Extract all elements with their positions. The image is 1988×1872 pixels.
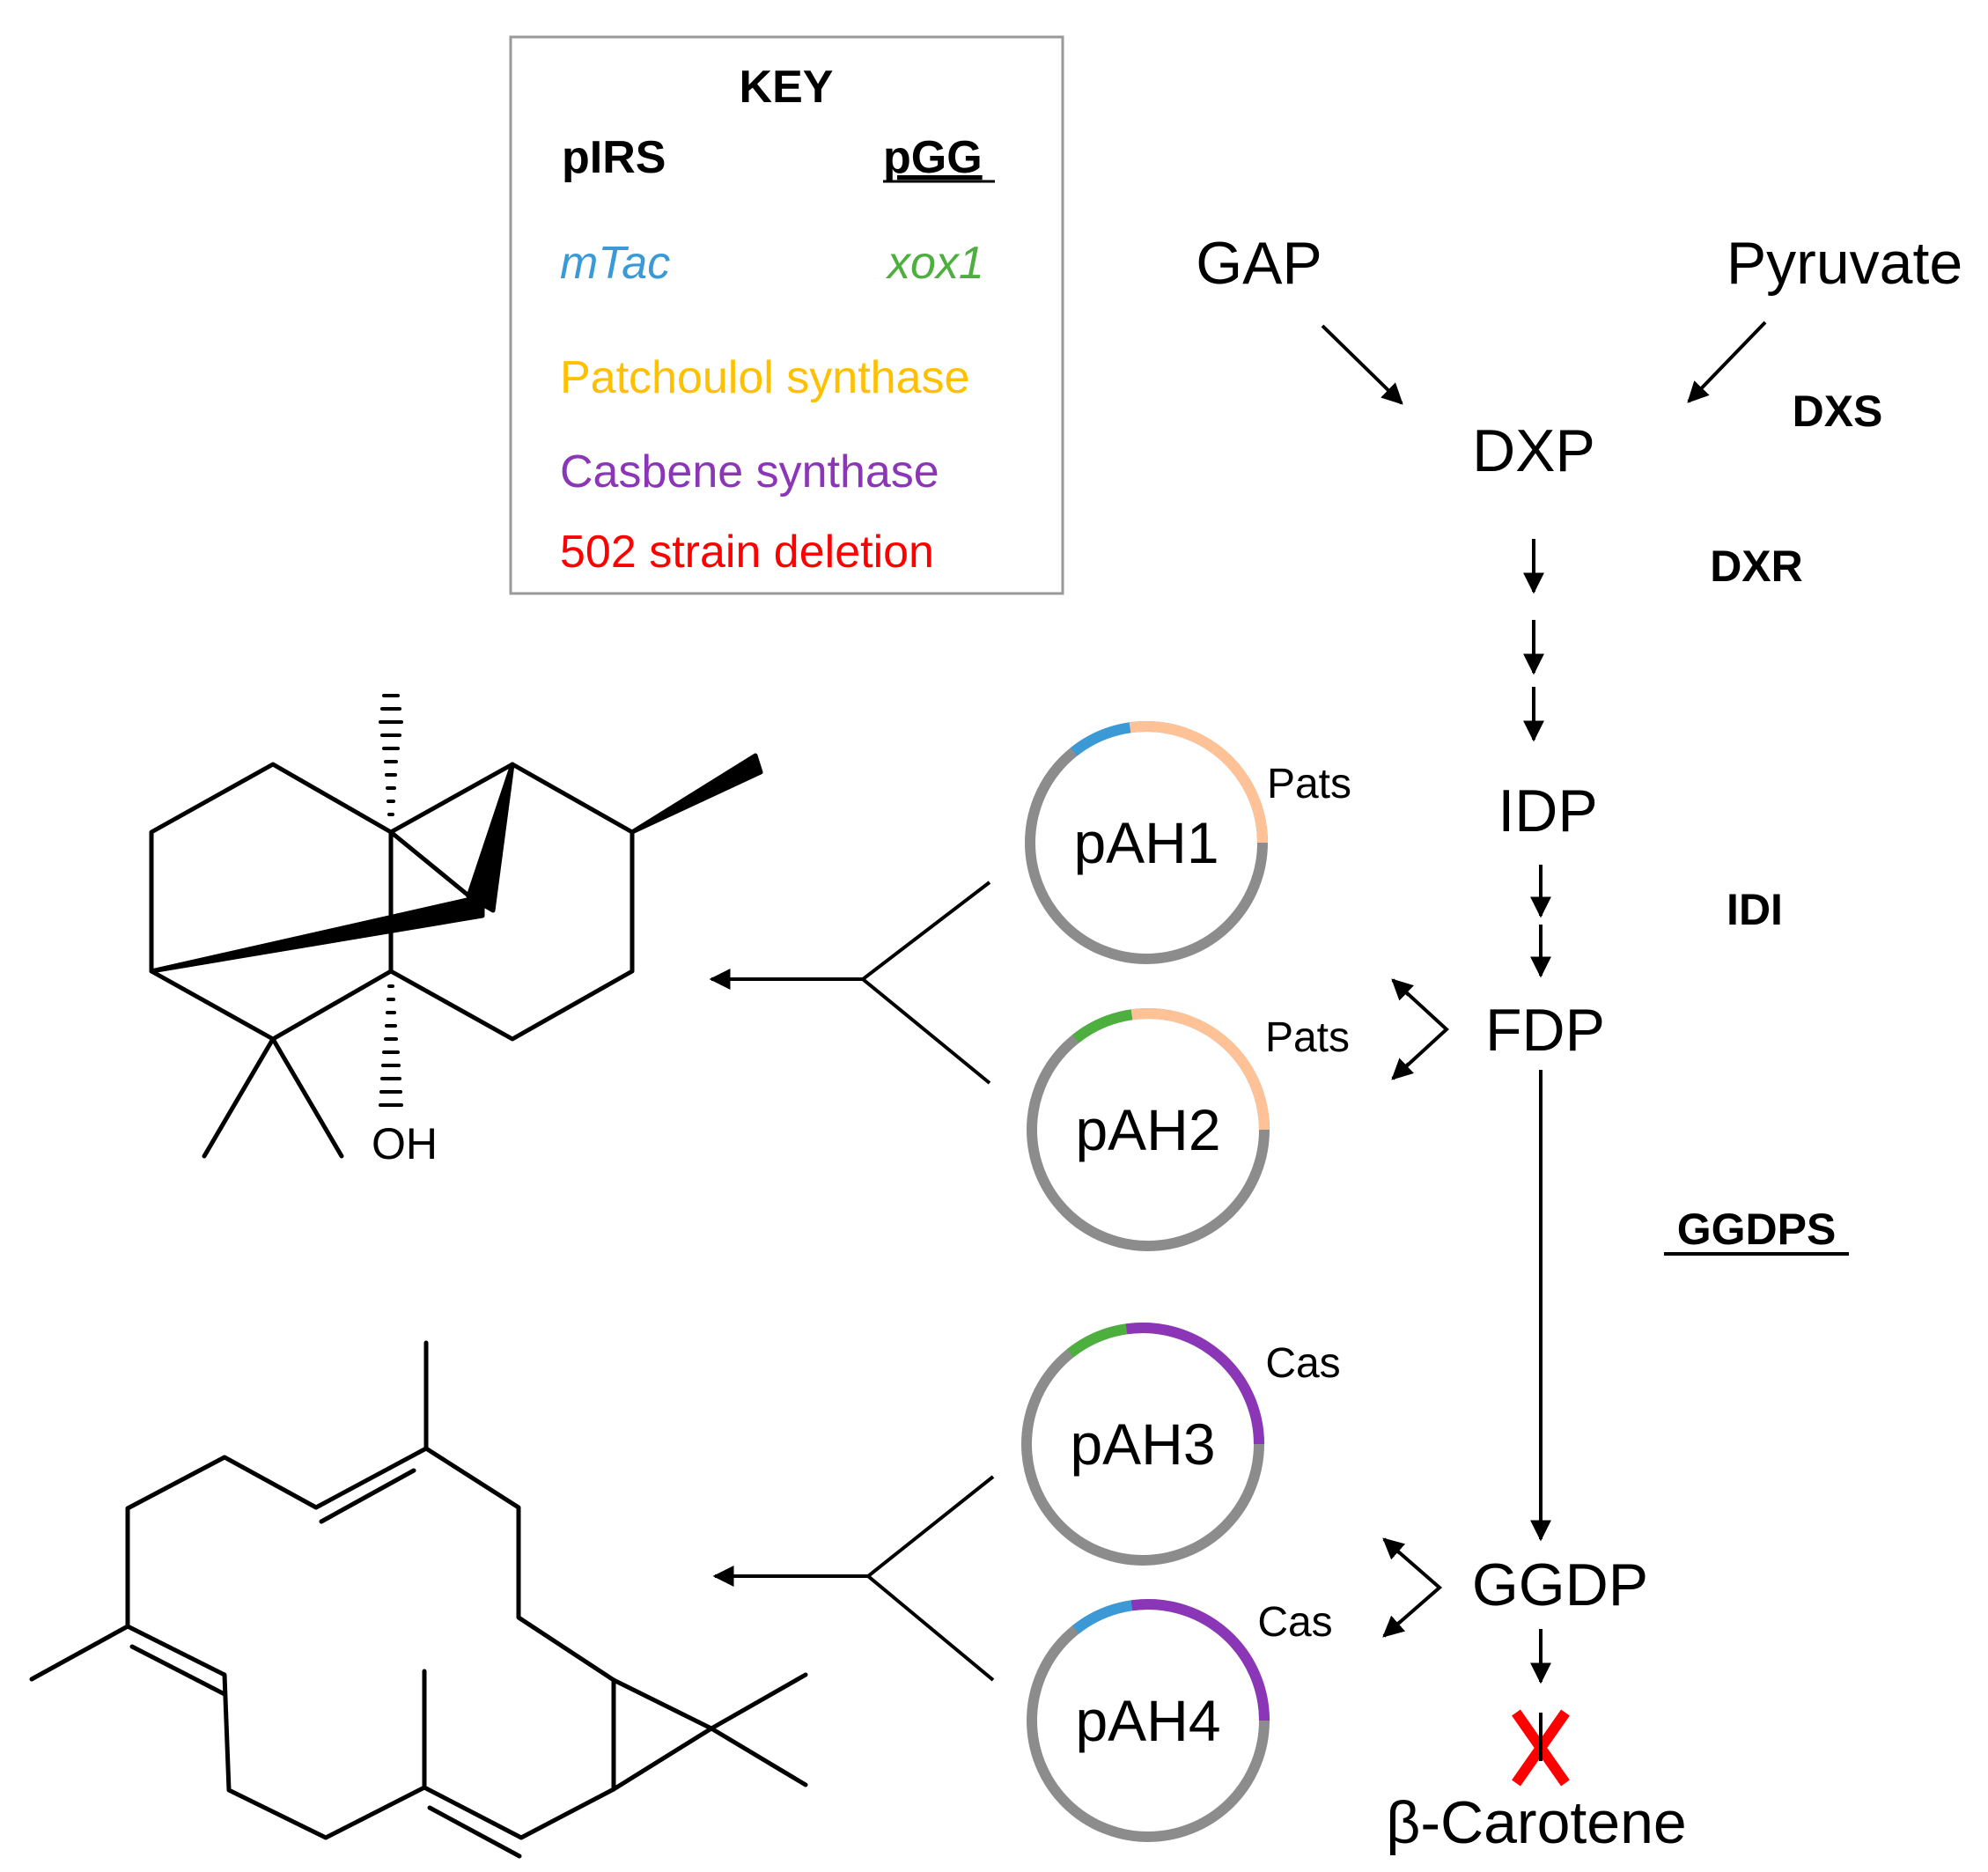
enzyme-idi: IDI	[1727, 885, 1783, 934]
plasmid-name: pAH2	[1075, 1097, 1220, 1162]
gene-label: Cas	[1257, 1599, 1332, 1646]
casbene-product-arrow	[712, 1475, 995, 1682]
key-col2-header: pGG	[883, 132, 983, 183]
key-legend: KEY pIRS pGG mTac xox1 Patchoulol syntha…	[509, 35, 1064, 595]
key-item-mtac: mTac	[560, 238, 670, 289]
metabolite-gap: GAP	[1196, 230, 1322, 297]
casbene-structure	[29, 1340, 808, 1859]
key-col1-header: pIRS	[562, 132, 666, 183]
arrow-fdp-up	[1391, 978, 1414, 1001]
enzyme-dxr: DXR	[1710, 542, 1803, 591]
mep-pathway: GAP Pyruvate DXS DXP DXR IDP IDI FDP GGD…	[1196, 230, 1962, 1856]
arrow-fdp-down	[1391, 1058, 1414, 1080]
arrow-ggdp-up	[1382, 1537, 1406, 1560]
plasmid-pah4: pAH4 Cas	[1027, 1599, 1333, 1842]
insert-segment	[1129, 721, 1268, 844]
plasmid-name: pAH1	[1073, 810, 1219, 875]
metabolite-dxp: DXP	[1472, 417, 1595, 484]
arrow-ggdp-down	[1382, 1615, 1406, 1638]
insert-segment	[1130, 1599, 1270, 1721]
insert-segment	[1130, 1008, 1270, 1131]
promoter-segment	[1071, 1009, 1133, 1043]
plasmid-pah3: pAH3 Cas	[1021, 1323, 1341, 1566]
key-item-casbene: Casbene synthase	[560, 446, 939, 497]
insert-segment	[1125, 1323, 1264, 1445]
promoter-segment	[1070, 722, 1131, 756]
plasmid-pah2: pAH2 Pats	[1027, 1008, 1350, 1251]
enzyme-ggdps: GGDPS	[1677, 1205, 1837, 1254]
gene-label: Pats	[1267, 761, 1351, 807]
metabolite-carotene: β-Carotene	[1386, 1789, 1687, 1856]
promoter-segment	[1071, 1600, 1133, 1634]
hashed-wedge-top	[379, 694, 403, 816]
gene-label: Cas	[1265, 1340, 1340, 1387]
key-item-patchoulol: Patchoulol synthase	[560, 352, 969, 403]
fdp-branch	[1391, 978, 1449, 1080]
hashed-wedge-bottom	[379, 984, 403, 1107]
metabolite-pyruvate: Pyruvate	[1727, 230, 1962, 297]
promoter-segment	[1066, 1323, 1128, 1358]
plasmid-name: pAH3	[1070, 1411, 1215, 1477]
key-box	[509, 35, 1064, 595]
patchoulol-structure	[149, 694, 763, 1159]
metabolite-ggdp: GGDP	[1472, 1551, 1648, 1618]
key-item-xox1: xox1	[885, 238, 984, 289]
enzyme-dxs: DXS	[1793, 387, 1883, 436]
metabolite-idp: IDP	[1498, 778, 1597, 844]
plasmid-pah1: pAH1 Pats	[1025, 721, 1351, 964]
plasmid-name: pAH4	[1075, 1688, 1220, 1753]
arrow-pyruvate-to-dxp	[1687, 321, 1767, 403]
patchoulol-product-arrow	[709, 881, 991, 1085]
key-title: KEY	[740, 62, 834, 113]
gene-label: Pats	[1265, 1014, 1350, 1061]
ggdp-branch	[1382, 1537, 1443, 1638]
arrow-gap-to-dxp	[1321, 324, 1403, 405]
key-item-deletion: 502 strain deletion	[560, 527, 934, 578]
patchoulol-oh-label: OH	[372, 1119, 438, 1168]
metabolite-fdp: FDP	[1485, 997, 1605, 1064]
